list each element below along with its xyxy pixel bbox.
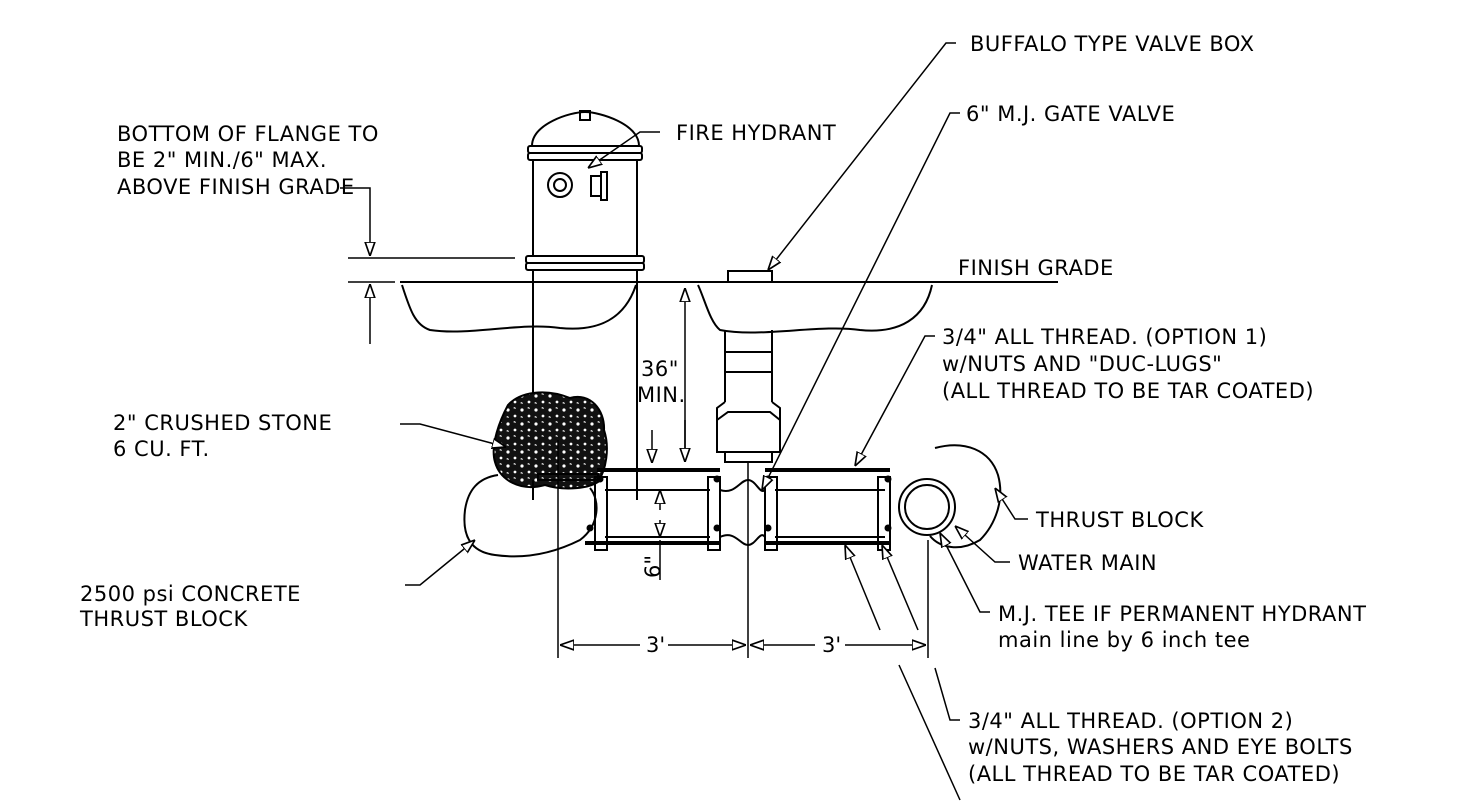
option1-line2: w/NUTS AND "DUC-LUGS" [942, 352, 1222, 376]
valve-box-label: BUFFALO TYPE VALVE BOX [970, 32, 1255, 56]
flange-note-line2: BE 2" MIN./6" MAX. [117, 148, 327, 172]
fire-hydrant-label: FIRE HYDRANT [676, 121, 836, 145]
depth-label-line2: MIN. [637, 383, 686, 407]
option2-line1: 3/4" ALL THREAD. (OPTION 2) [968, 709, 1293, 733]
gate-valve-label: 6" M.J. GATE VALVE [966, 102, 1175, 126]
valve-box [716, 270, 781, 463]
concrete-label-line2: THRUST BLOCK [79, 607, 248, 631]
crushed-stone [492, 391, 608, 490]
flange-note-line3: ABOVE FINISH GRADE [117, 175, 355, 199]
water-main-label: WATER MAIN [1018, 551, 1157, 575]
stone-label-line2: 6 CU. FT. [113, 437, 210, 461]
dimension-left: 3' [646, 633, 665, 657]
option1-line3: (ALL THREAD TO BE TAR COATED) [942, 379, 1314, 403]
flange-note-line1: BOTTOM OF FLANGE TO [117, 122, 379, 146]
dimension-right: 3' [822, 633, 841, 657]
option2-line3: (ALL THREAD TO BE TAR COATED) [968, 762, 1340, 786]
stone-label-line1: 2" CRUSHED STONE [113, 411, 332, 435]
concrete-thrust-block-left [463, 474, 598, 558]
option1-line1: 3/4" ALL THREAD. (OPTION 1) [942, 325, 1267, 349]
thrust-block-right-label: THRUST BLOCK [1035, 508, 1204, 532]
tee-label-line2: main line by 6 inch tee [998, 628, 1250, 652]
finish-grade-label: FINISH GRADE [958, 256, 1114, 280]
concrete-label-line1: 2500 psi CONCRETE [80, 582, 301, 606]
fire-hydrant [525, 110, 645, 480]
option2-line2: w/NUTS, WASHERS AND EYE BOLTS [968, 735, 1353, 759]
water-main [898, 478, 956, 536]
six-inch-dimension: 6" [641, 555, 665, 578]
tee-label-line1: M.J. TEE IF PERMANENT HYDRANT [998, 602, 1366, 626]
depth-label-line1: 36" [641, 357, 679, 381]
